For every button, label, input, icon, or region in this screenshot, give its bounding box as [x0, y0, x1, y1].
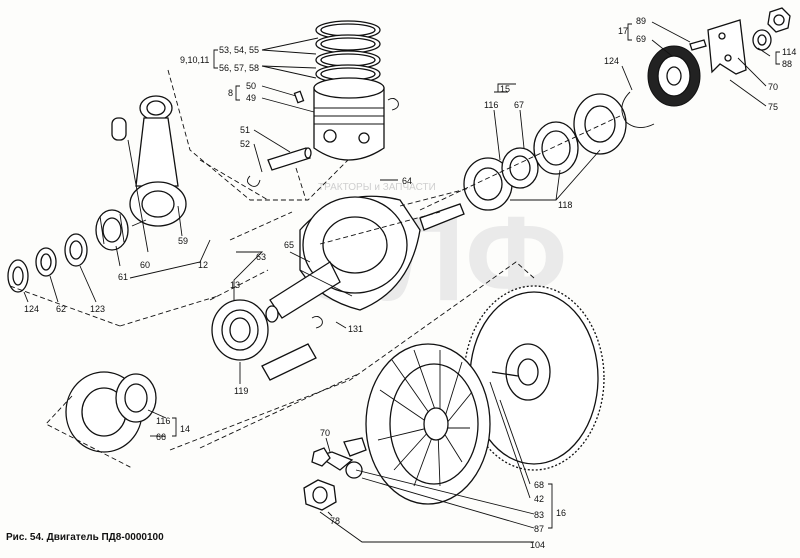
- callout-114: 114: [782, 47, 796, 57]
- callout-17: 17: [618, 26, 628, 36]
- flywheel-ring-gear: [463, 285, 605, 471]
- bearing-61: [95, 209, 129, 251]
- callout-14: 14: [180, 424, 190, 434]
- nut-114: [767, 7, 791, 33]
- callout-104: 104: [530, 540, 545, 550]
- piston-rings: [315, 20, 381, 84]
- callout-78: 78: [330, 516, 340, 526]
- callout-61: 61: [118, 272, 128, 282]
- callout-62: 62: [56, 304, 66, 314]
- callout-75: 75: [768, 102, 778, 112]
- callout-9-10-11: 9,10,11: [180, 55, 209, 65]
- callout-60: 60: [140, 260, 150, 270]
- main-bearing-119: [211, 299, 279, 361]
- callout-123: 123: [90, 304, 105, 314]
- callout-64: 64: [402, 176, 412, 186]
- callout-12: 12: [198, 260, 208, 270]
- callout-66: 66: [156, 432, 166, 442]
- callout-119: 119: [234, 386, 248, 396]
- callout-56-57-58: 56, 57, 58: [219, 63, 259, 73]
- callout-83: 83: [534, 510, 544, 520]
- piston-pin: [247, 90, 399, 187]
- lock-washer: [343, 437, 367, 479]
- seal-67: [501, 147, 539, 189]
- callout-131: 131: [348, 324, 363, 334]
- callout-65: 65: [284, 240, 294, 250]
- callout-116-right: 116: [484, 100, 498, 110]
- callout-49: 49: [246, 93, 256, 103]
- callout-16: 16: [556, 508, 566, 518]
- washer-88: [752, 29, 772, 51]
- piston: [313, 77, 385, 161]
- callout-124-right: 124: [604, 56, 619, 66]
- bracket-plate: [689, 19, 747, 75]
- nut-78: [303, 479, 337, 511]
- callout-53-54-55: 53, 54, 55: [219, 45, 259, 55]
- leader-lines: [23, 21, 780, 543]
- bolt-70: [311, 447, 354, 471]
- callout-69: 69: [636, 34, 646, 44]
- callout-116-left: 116: [156, 416, 170, 426]
- needle-bearing-124-left: [7, 259, 29, 293]
- callout-70-bottom: 70: [320, 428, 330, 438]
- callout-68: 68: [534, 480, 544, 490]
- fan-wheel: [365, 343, 491, 505]
- callout-70-top: 70: [768, 82, 778, 92]
- assembly-dash-lines: [9, 69, 621, 469]
- callout-59: 59: [178, 236, 188, 246]
- callout-89: 89: [636, 16, 646, 26]
- callout-labels: 9,10,11 53, 54, 55 56, 57, 58 8 50 49 51…: [24, 16, 796, 550]
- watermark-subtitle: ТРАКТОРЫ и ЗАПЧАСТИ: [318, 182, 436, 193]
- connecting-rod: [111, 95, 187, 227]
- callout-124-left: 124: [24, 304, 39, 314]
- callout-13: 13: [230, 280, 240, 290]
- callout-52: 52: [240, 139, 250, 149]
- bearing-cage: [533, 121, 579, 175]
- bearing-housing-66: [65, 371, 157, 453]
- bearing-118: [573, 93, 627, 155]
- callout-87: 87: [534, 524, 544, 534]
- crankshaft: [269, 195, 465, 319]
- callout-63: 63: [256, 252, 266, 262]
- washer-62: [35, 247, 57, 277]
- callout-118: 118: [558, 200, 572, 210]
- callout-42: 42: [534, 494, 544, 504]
- callout-88: 88: [782, 59, 792, 69]
- callout-67: 67: [514, 100, 524, 110]
- callout-50: 50: [246, 81, 256, 91]
- snap-ring-124: [621, 91, 655, 128]
- crank-pin: [261, 315, 323, 381]
- callout-51: 51: [240, 125, 250, 135]
- bearing-116-right: [463, 157, 513, 211]
- callout-8: 8: [228, 88, 233, 98]
- needle-bearing-123: [64, 233, 88, 267]
- figure-caption: Рис. 54. Двигатель ПД8-0000100: [6, 532, 164, 543]
- gear-69: [647, 45, 701, 107]
- callout-15: 15: [500, 84, 510, 94]
